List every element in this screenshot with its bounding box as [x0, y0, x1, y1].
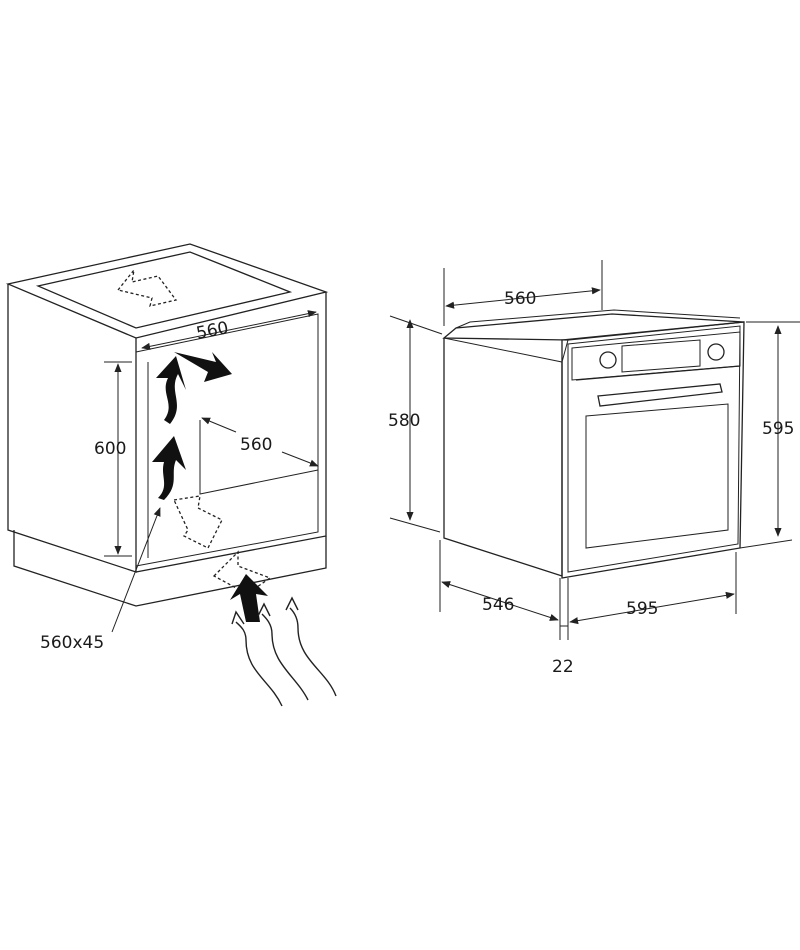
vent-size-label: 560x45: [40, 633, 104, 653]
cabinet-height-label: 600: [94, 439, 126, 459]
display-window: [621, 339, 701, 373]
oven-front-width-dimension: [569, 591, 735, 625]
right-knob-icon: [707, 343, 725, 361]
left-knob-icon: [599, 351, 617, 369]
door-handle: [597, 383, 723, 407]
oven-cutout-width-dimension: [445, 287, 601, 309]
intake-wave-2-icon: [261, 613, 309, 701]
oven-drawing: 560 580 595 546 595 22: [388, 260, 800, 677]
oven-front-height-label: 595: [762, 419, 794, 439]
vent-leader-line: [111, 507, 161, 633]
airflow-arrow-plinth-icon: [230, 574, 268, 622]
oven-cutout-width-label: 560: [504, 289, 536, 309]
airflow-arrow-out-icon: [174, 352, 232, 382]
intake-wave-3-icon: [289, 607, 337, 697]
oven-body-depth-label: 546: [482, 595, 514, 615]
oven-body-height-label: 580: [388, 411, 420, 431]
oven-front-panel-label: 22: [552, 657, 574, 677]
intake-wave-1-icon: [235, 621, 283, 707]
airflow-arrow-lower-icon: [152, 436, 186, 500]
vent-arrow-top-icon: [116, 267, 178, 307]
oven-front-width-label: 595: [626, 599, 658, 619]
airflow-arrow-upper-icon: [156, 356, 186, 424]
cabinet-depth-dimension-b: [281, 451, 319, 467]
oven-body-depth-dimension: [441, 581, 559, 621]
cabinet-depth-label: 560: [240, 435, 272, 455]
oven-door-window: [585, 403, 729, 549]
vent-arrow-plinth-icon: [212, 550, 272, 597]
cabinet-drawing: 560 600 560 560x45: [5, 243, 337, 707]
cabinet-depth-dimension-a: [201, 417, 237, 433]
cabinet-width-dimension: [141, 310, 317, 350]
vent-arrow-inlet-icon: [173, 495, 223, 549]
